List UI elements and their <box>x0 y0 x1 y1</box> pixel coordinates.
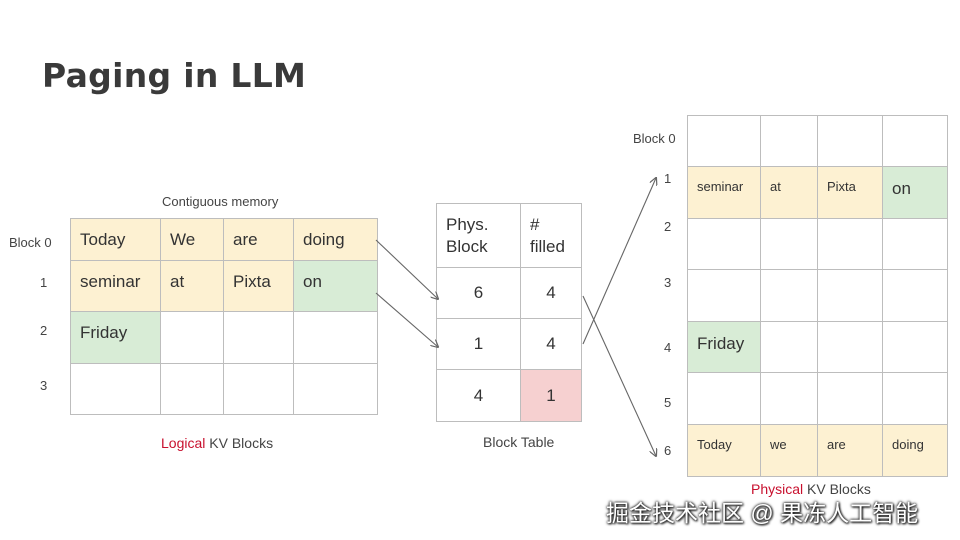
logical-cell <box>293 363 378 415</box>
logical-row-label: 1 <box>40 275 48 290</box>
logical-kv-blocks-table: Today We are doing seminar at Pixta on F… <box>70 218 378 415</box>
logical-caption: Logical KV Blocks <box>161 435 274 451</box>
logical-cell: Pixta <box>223 260 294 312</box>
block-table-cell: 6 <box>436 267 521 319</box>
logical-row-label: 2 <box>40 323 48 338</box>
block-table-cell: 4 <box>520 318 582 370</box>
physical-row-label: 2 <box>664 219 672 234</box>
block-table-cell: 4 <box>436 369 521 422</box>
logical-row-label: Block 0 <box>9 235 52 250</box>
arrow-table-to-physical-block6 <box>582 295 656 456</box>
logical-cell: at <box>160 260 224 312</box>
block-table-caption: Block Table <box>483 434 555 450</box>
logical-cell: on <box>293 260 378 312</box>
physical-cell <box>882 115 948 167</box>
physical-kv-blocks-table: seminar at Pixta on Friday Today we are … <box>687 115 948 477</box>
physical-cell: seminar <box>687 166 761 219</box>
physical-cell <box>760 218 818 270</box>
physical-cell: are <box>817 424 883 477</box>
arrow-logical-block1-to-table <box>375 292 438 347</box>
logical-cell <box>160 363 224 415</box>
physical-cell: Friday <box>687 321 761 373</box>
physical-cell <box>882 218 948 270</box>
logical-cell: doing <box>293 218 378 261</box>
physical-row-label: 6 <box>664 443 672 458</box>
block-table-header: # filled <box>520 203 582 268</box>
contiguous-memory-heading: Contiguous memory <box>162 194 279 209</box>
physical-cell: at <box>760 166 818 219</box>
watermark: 掘金技术社区 @ 果冻人工智能 <box>606 500 919 526</box>
physical-cell <box>817 218 883 270</box>
physical-cell: Pixta <box>817 166 883 219</box>
physical-caption: Physical KV Blocks <box>751 481 871 497</box>
page-title: Paging in LLM <box>42 56 307 95</box>
block-table: Phys. Block # filled 6 4 1 4 4 1 <box>436 203 582 422</box>
physical-cell: doing <box>882 424 948 477</box>
logical-cell: We <box>160 218 224 261</box>
logical-cell <box>70 363 161 415</box>
physical-row-label: Block 0 <box>633 131 676 146</box>
physical-row-label: 5 <box>664 395 672 410</box>
arrow-table-to-physical-block1 <box>582 178 656 345</box>
block-table-cell: 4 <box>520 267 582 319</box>
logical-row-label: 3 <box>40 378 48 393</box>
physical-cell: Today <box>687 424 761 477</box>
arrow-logical-block0-to-table <box>375 239 438 299</box>
physical-cell <box>687 218 761 270</box>
physical-row-label: 1 <box>664 171 672 186</box>
physical-cell: on <box>882 166 948 219</box>
block-table-cell: 1 <box>520 369 582 422</box>
physical-cell <box>882 269 948 322</box>
physical-cell <box>687 372 761 425</box>
physical-row-label: 3 <box>664 275 672 290</box>
physical-cell: we <box>760 424 818 477</box>
physical-cell <box>760 372 818 425</box>
logical-cell: Friday <box>70 311 161 364</box>
physical-row-label: 4 <box>664 340 672 355</box>
logical-cell <box>223 363 294 415</box>
physical-cell <box>817 372 883 425</box>
